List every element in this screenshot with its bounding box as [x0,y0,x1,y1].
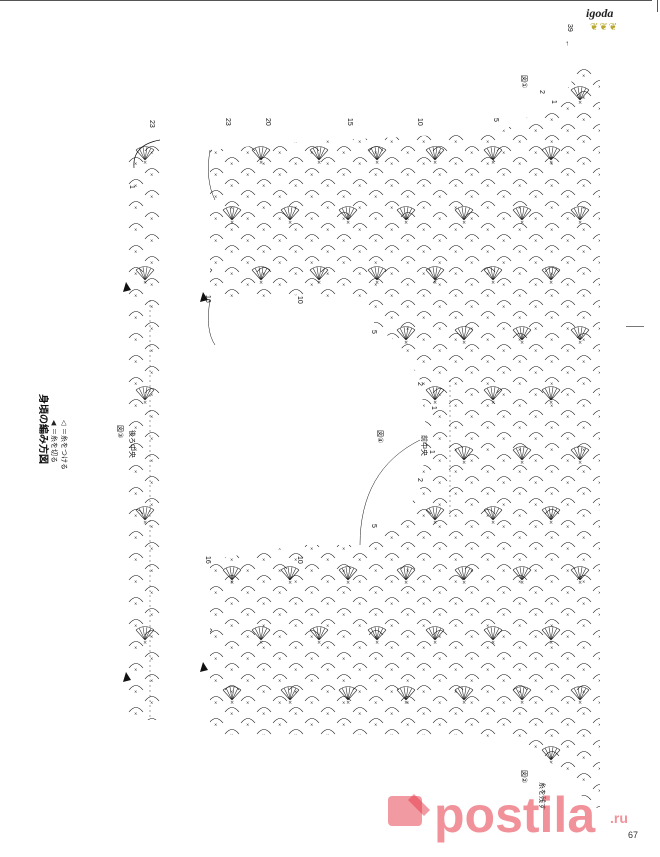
svg-text:図①: 図① [520,75,528,88]
row-marker: 1 [128,185,135,189]
row-marker: 39 [566,24,573,32]
row-marker: 10 [296,556,303,564]
body-panel [200,60,600,810]
watermark-icon [388,794,430,826]
svg-text:糸を残す: 糸を残す [538,782,547,810]
title-block: 身頃の編み方図 [37,394,50,464]
corner-mark [657,0,658,12]
svg-text:後ろ中央: 後ろ中央 [128,430,137,458]
legend-block: ◁ ＝糸をつける ◀ ＝糸を切る [50,420,69,470]
front-center-label: 前中央 [420,435,429,456]
page-number: 67 [628,830,639,840]
side-tick [626,326,644,327]
row-marker: 5 [492,118,499,122]
top-rule [0,0,652,4]
row-marker: 23 [148,120,155,128]
row-marker: 2 [416,382,423,386]
fig4-label: 図④ [376,430,384,443]
legend-symbol-cut: ◀ [50,420,58,426]
svg-text:図②: 図② [520,770,528,783]
row-marker: 2 [538,90,545,94]
row-marker: 10 [416,118,423,126]
watermark-tld: .ru [610,810,628,826]
brand-logo: igoda [586,6,614,20]
back-panel [123,139,161,720]
page-title: 身頃の編み方図 [37,394,50,464]
legend-text-cut: ＝糸を切る [50,428,59,463]
fig1-label: 図① [520,75,528,88]
fig2-label: 図② [520,770,528,783]
row-marker: 20 [264,118,271,126]
watermark: postila [434,787,596,843]
row-marker: 1 [430,406,437,410]
row-marker: 16 [204,556,211,564]
legend-symbol-attach: ◁ [60,420,68,426]
row-marker: 5 [370,524,377,528]
row-markers: 39 ← 2 1 23 1 16 23 20 15 10 5 10 5 2 1 … [128,24,573,564]
leave-yarn-label: 糸を残す [538,782,547,810]
row-marker: 1 [428,450,435,454]
svg-text:前中央: 前中央 [420,435,429,456]
svg-text:図④: 図④ [376,430,384,443]
svg-text:図③: 図③ [116,425,124,438]
row-marker: 15 [346,118,353,126]
fig3-label: 図③ [116,425,124,438]
legend-text-attach: ＝糸をつける [60,428,69,470]
brand-ornament: ❦❦❦ [590,22,619,33]
row-marker: 1 [550,100,557,104]
row-marker: 2 [416,478,423,482]
row-marker: 16 [204,295,211,303]
row-marker: 23 [224,118,231,126]
svg-text:←: ← [564,40,571,47]
back-center-label: 後ろ中央 [128,430,137,458]
row-marker: 5 [370,330,377,334]
row-marker: 10 [296,296,303,304]
